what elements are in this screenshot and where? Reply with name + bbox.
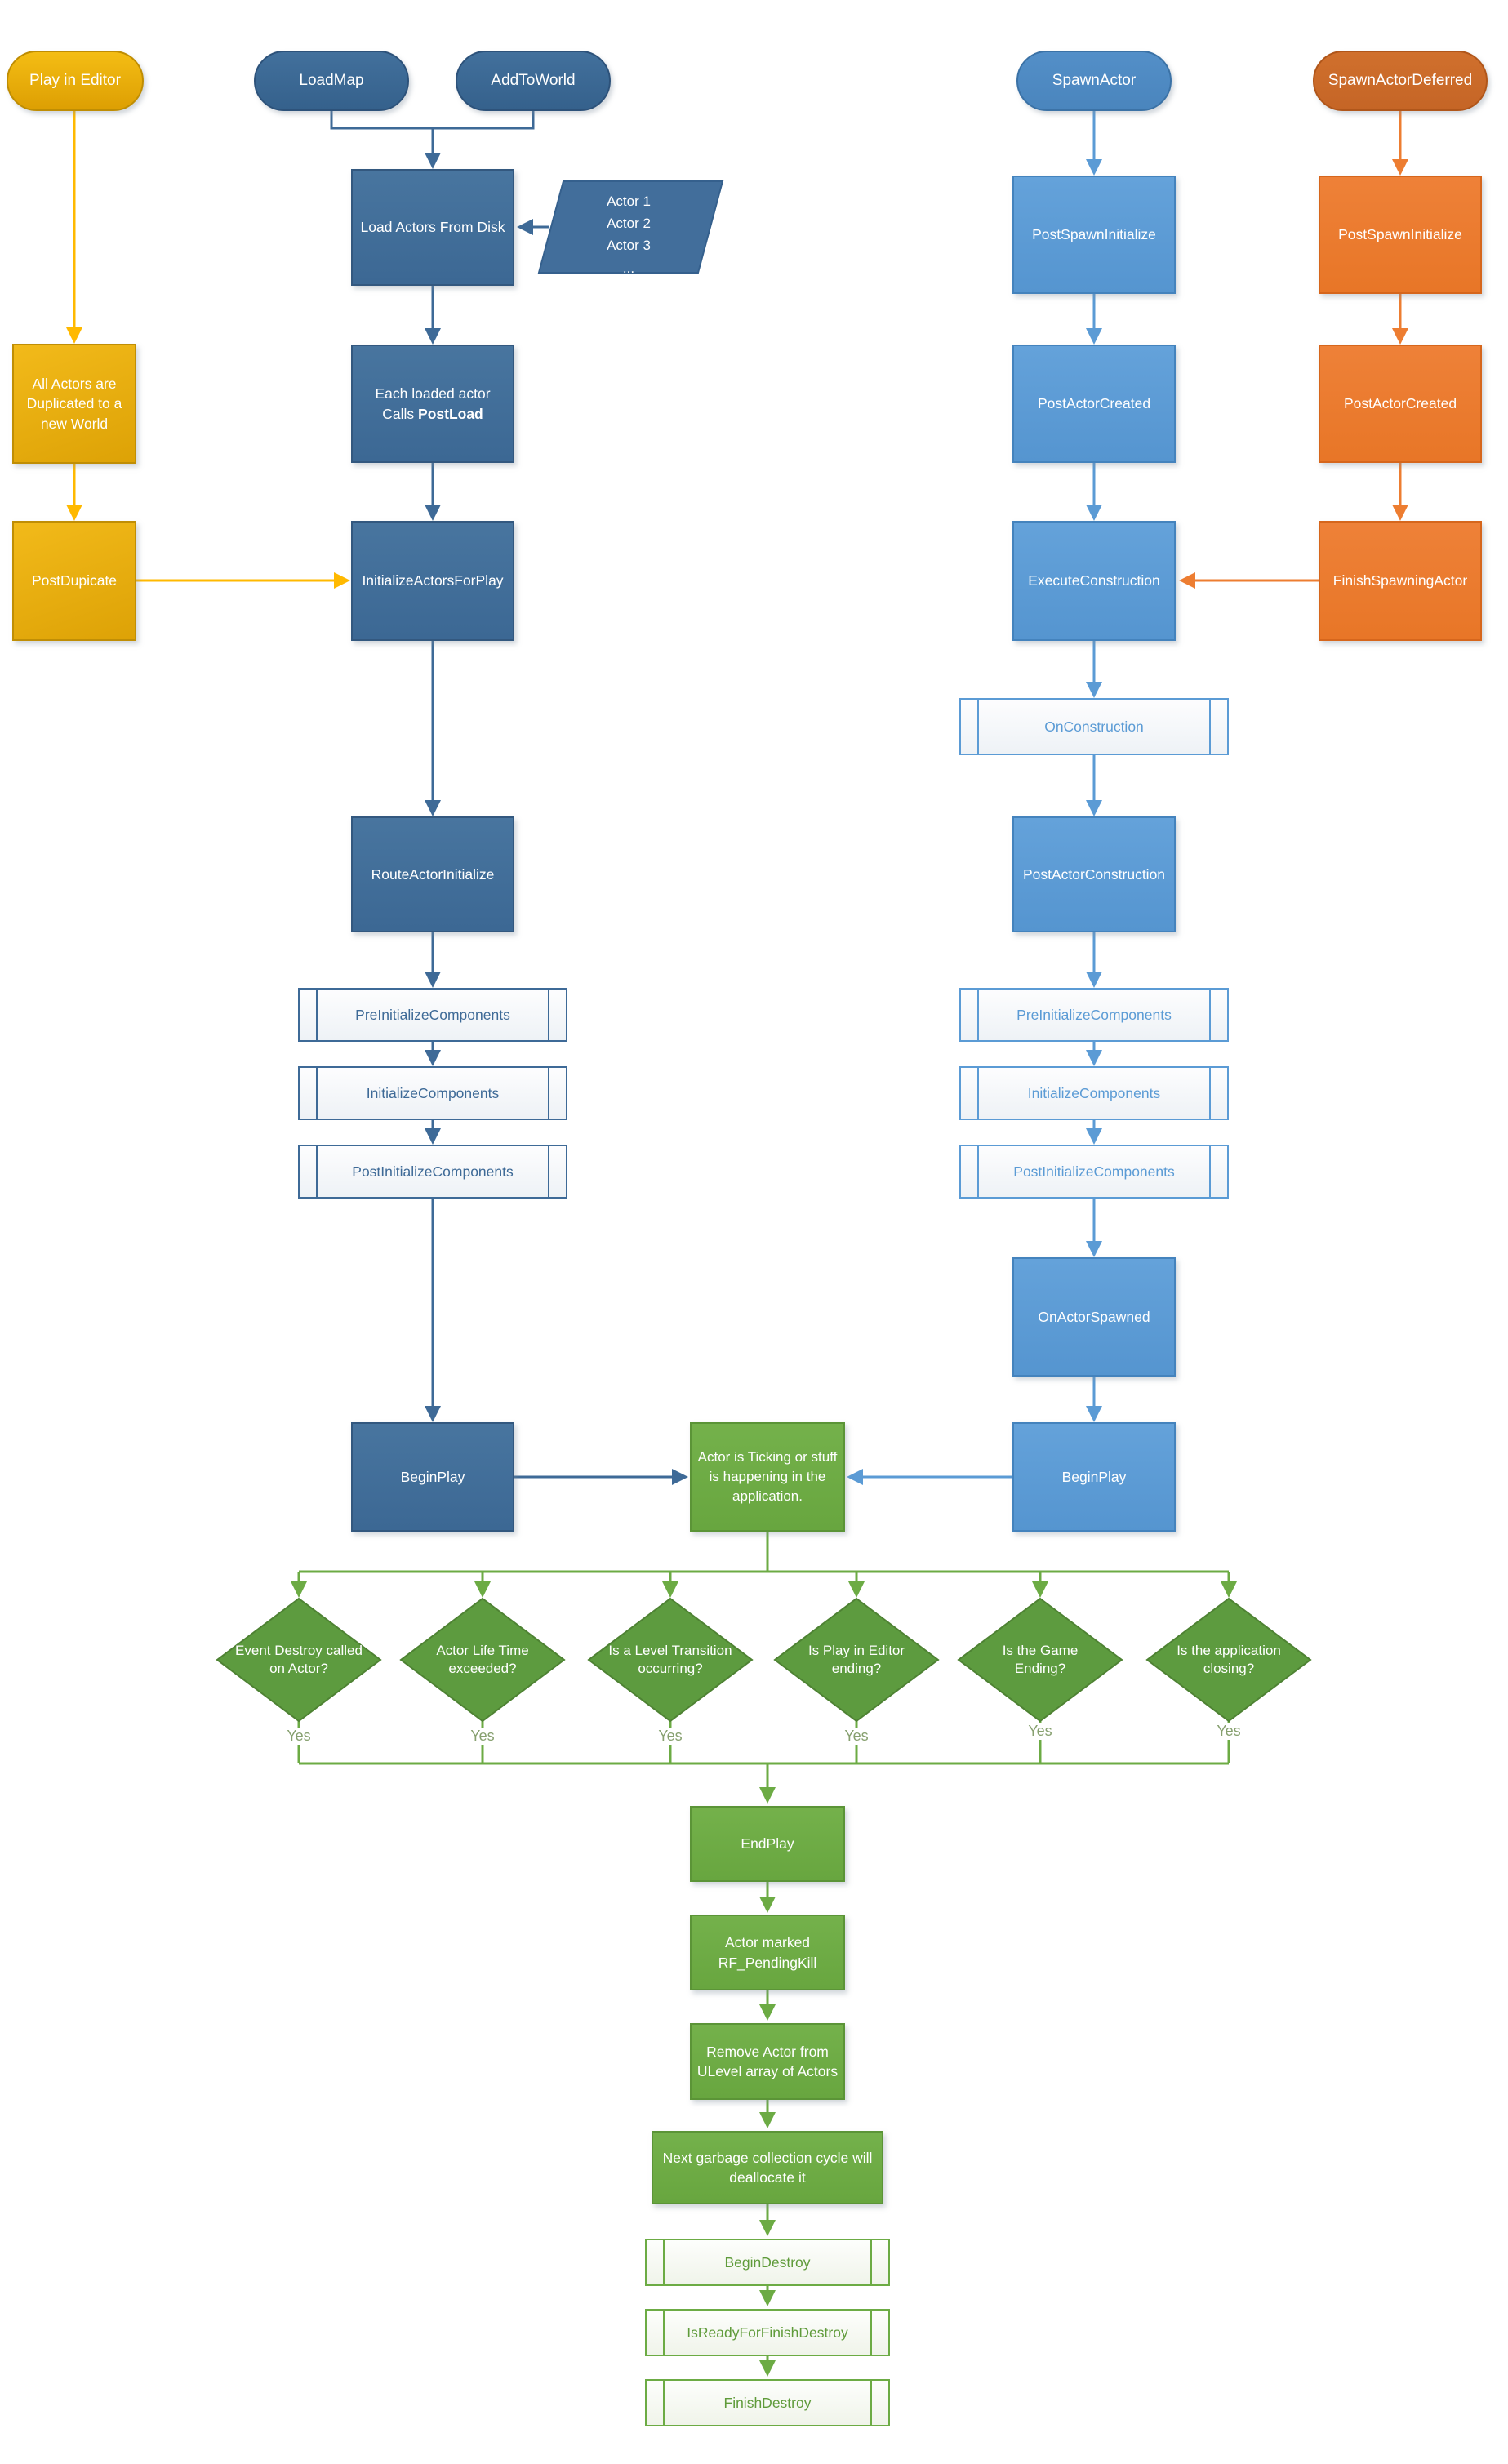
node-finish-destroy: FinishDestroy [645,2379,890,2426]
node-initialize-components-spawn: InitializeComponents [959,1066,1229,1120]
node-post-actor-created-spawn: PostActorCreated [1012,345,1176,463]
node-begin-play-load: BeginPlay [351,1422,514,1532]
yes-label: Yes [816,1728,897,1745]
node-post-spawn-initialize-spawn: PostSpawnInitialize [1012,176,1176,294]
node-execute-construction: ExecuteConstruction [1012,521,1176,641]
yes-label: Yes [629,1728,711,1745]
node-actor-ticking: Actor is Ticking or stuff is happening i… [690,1422,845,1532]
actor-list-parallelogram [537,180,724,274]
node-post-actor-construction: PostActorConstruction [1012,816,1176,932]
node-spawn-actor: SpawnActor [1016,51,1172,111]
yes-text: Yes [282,1728,315,1745]
node-post-spawn-initialize-deferred: PostSpawnInitialize [1319,176,1482,294]
node-post-actor-created-deferred: PostActorCreated [1319,345,1482,463]
yes-label: Yes [258,1728,340,1745]
yes-text: Yes [466,1728,499,1745]
decision-diamond [399,1597,566,1723]
node-post-initialize-components-spawn: PostInitializeComponents [959,1145,1229,1199]
node-begin-play-spawn: BeginPlay [1012,1422,1176,1532]
post-load-line1: Each loaded actor [375,385,491,402]
yes-label: Yes [442,1728,523,1745]
node-post-dupicate: PostDupicate [12,521,136,641]
decision-level-transition: Is a Level Transition occurring? [608,1642,732,1676]
node-is-ready-for-finish-destroy: IsReadyForFinishDestroy [645,2309,890,2356]
node-remove-from-ulevel: Remove Actor from ULevel array of Actors [690,2023,845,2100]
decision-diamond [957,1597,1123,1723]
decision-game-ending: Is the Game Ending? [1002,1642,1079,1676]
yes-label: Yes [1188,1723,1270,1740]
yes-text: Yes [1212,1723,1245,1740]
node-pre-initialize-components-spawn: PreInitializeComponents [959,988,1229,1042]
connectors-editor-lane [66,111,350,589]
node-finish-spawning-actor: FinishSpawningActor [1319,521,1482,641]
decision-diamond [773,1597,940,1723]
node-initialize-components-load: InitializeComponents [298,1066,567,1120]
yes-label: Yes [999,1723,1081,1740]
node-begin-destroy: BeginDestroy [645,2239,890,2286]
connectors-load-lane [330,111,688,1485]
actor-list-line: Actor 2 [607,216,651,232]
node-play-in-editor: Play in Editor [7,51,144,111]
connectors-teardown-lane [291,1532,1237,2377]
decision-life-time: Actor Life Time exceeded? [436,1642,529,1676]
yes-text: Yes [840,1728,873,1745]
decision-event-destroy: Event Destroy called on Actor? [235,1642,363,1676]
decision-pie-ending: Is Play in Editor ending? [807,1642,905,1676]
node-garbage-collection: Next garbage collection cycle will deall… [652,2131,883,2204]
node-post-load: Each loaded actor Calls PostLoad [351,345,514,463]
node-on-actor-spawned: OnActorSpawned [1012,1257,1176,1377]
actor-list-line: Actor 3 [607,238,651,254]
node-load-map: LoadMap [254,51,409,111]
decision-diamond [216,1597,382,1723]
node-spawn-actor-deferred: SpawnActorDeferred [1313,51,1488,111]
node-route-actor-initialize: RouteActorInitialize [351,816,514,932]
node-add-to-world: AddToWorld [456,51,611,111]
node-on-construction: OnConstruction [959,698,1229,755]
node-pre-initialize-components-load: PreInitializeComponents [298,988,567,1042]
node-all-actors-duplicated: All Actors are Duplicated to a new World [12,344,136,464]
post-load-calls: Calls [382,405,419,422]
post-load-bold: PostLoad [418,405,483,422]
node-end-play: EndPlay [690,1806,845,1882]
post-load-line2: Calls PostLoad [382,404,483,425]
node-initialize-actors-for-play: InitializeActorsForPlay [351,521,514,641]
decision-diamonds [216,1597,1312,1723]
yes-text: Yes [1024,1723,1056,1740]
actor-list-text: Actor 1 Actor 2 Actor 3 ... [551,190,706,279]
decision-diamond [1145,1597,1312,1723]
yes-text: Yes [654,1728,687,1745]
node-load-actors-from-disk: Load Actors From Disk [351,169,514,286]
connectors-spawn-lane [847,111,1102,1485]
connectors-deferred-lane [1179,111,1408,589]
decision-diamond [587,1597,754,1723]
decision-app-closing: Is the application closing? [1177,1642,1281,1676]
actor-list-line: Actor 1 [607,193,651,209]
node-post-initialize-components-load: PostInitializeComponents [298,1145,567,1199]
node-pending-kill: Actor marked RF_PendingKill [690,1915,845,1990]
actor-list-line: ... [622,260,635,276]
